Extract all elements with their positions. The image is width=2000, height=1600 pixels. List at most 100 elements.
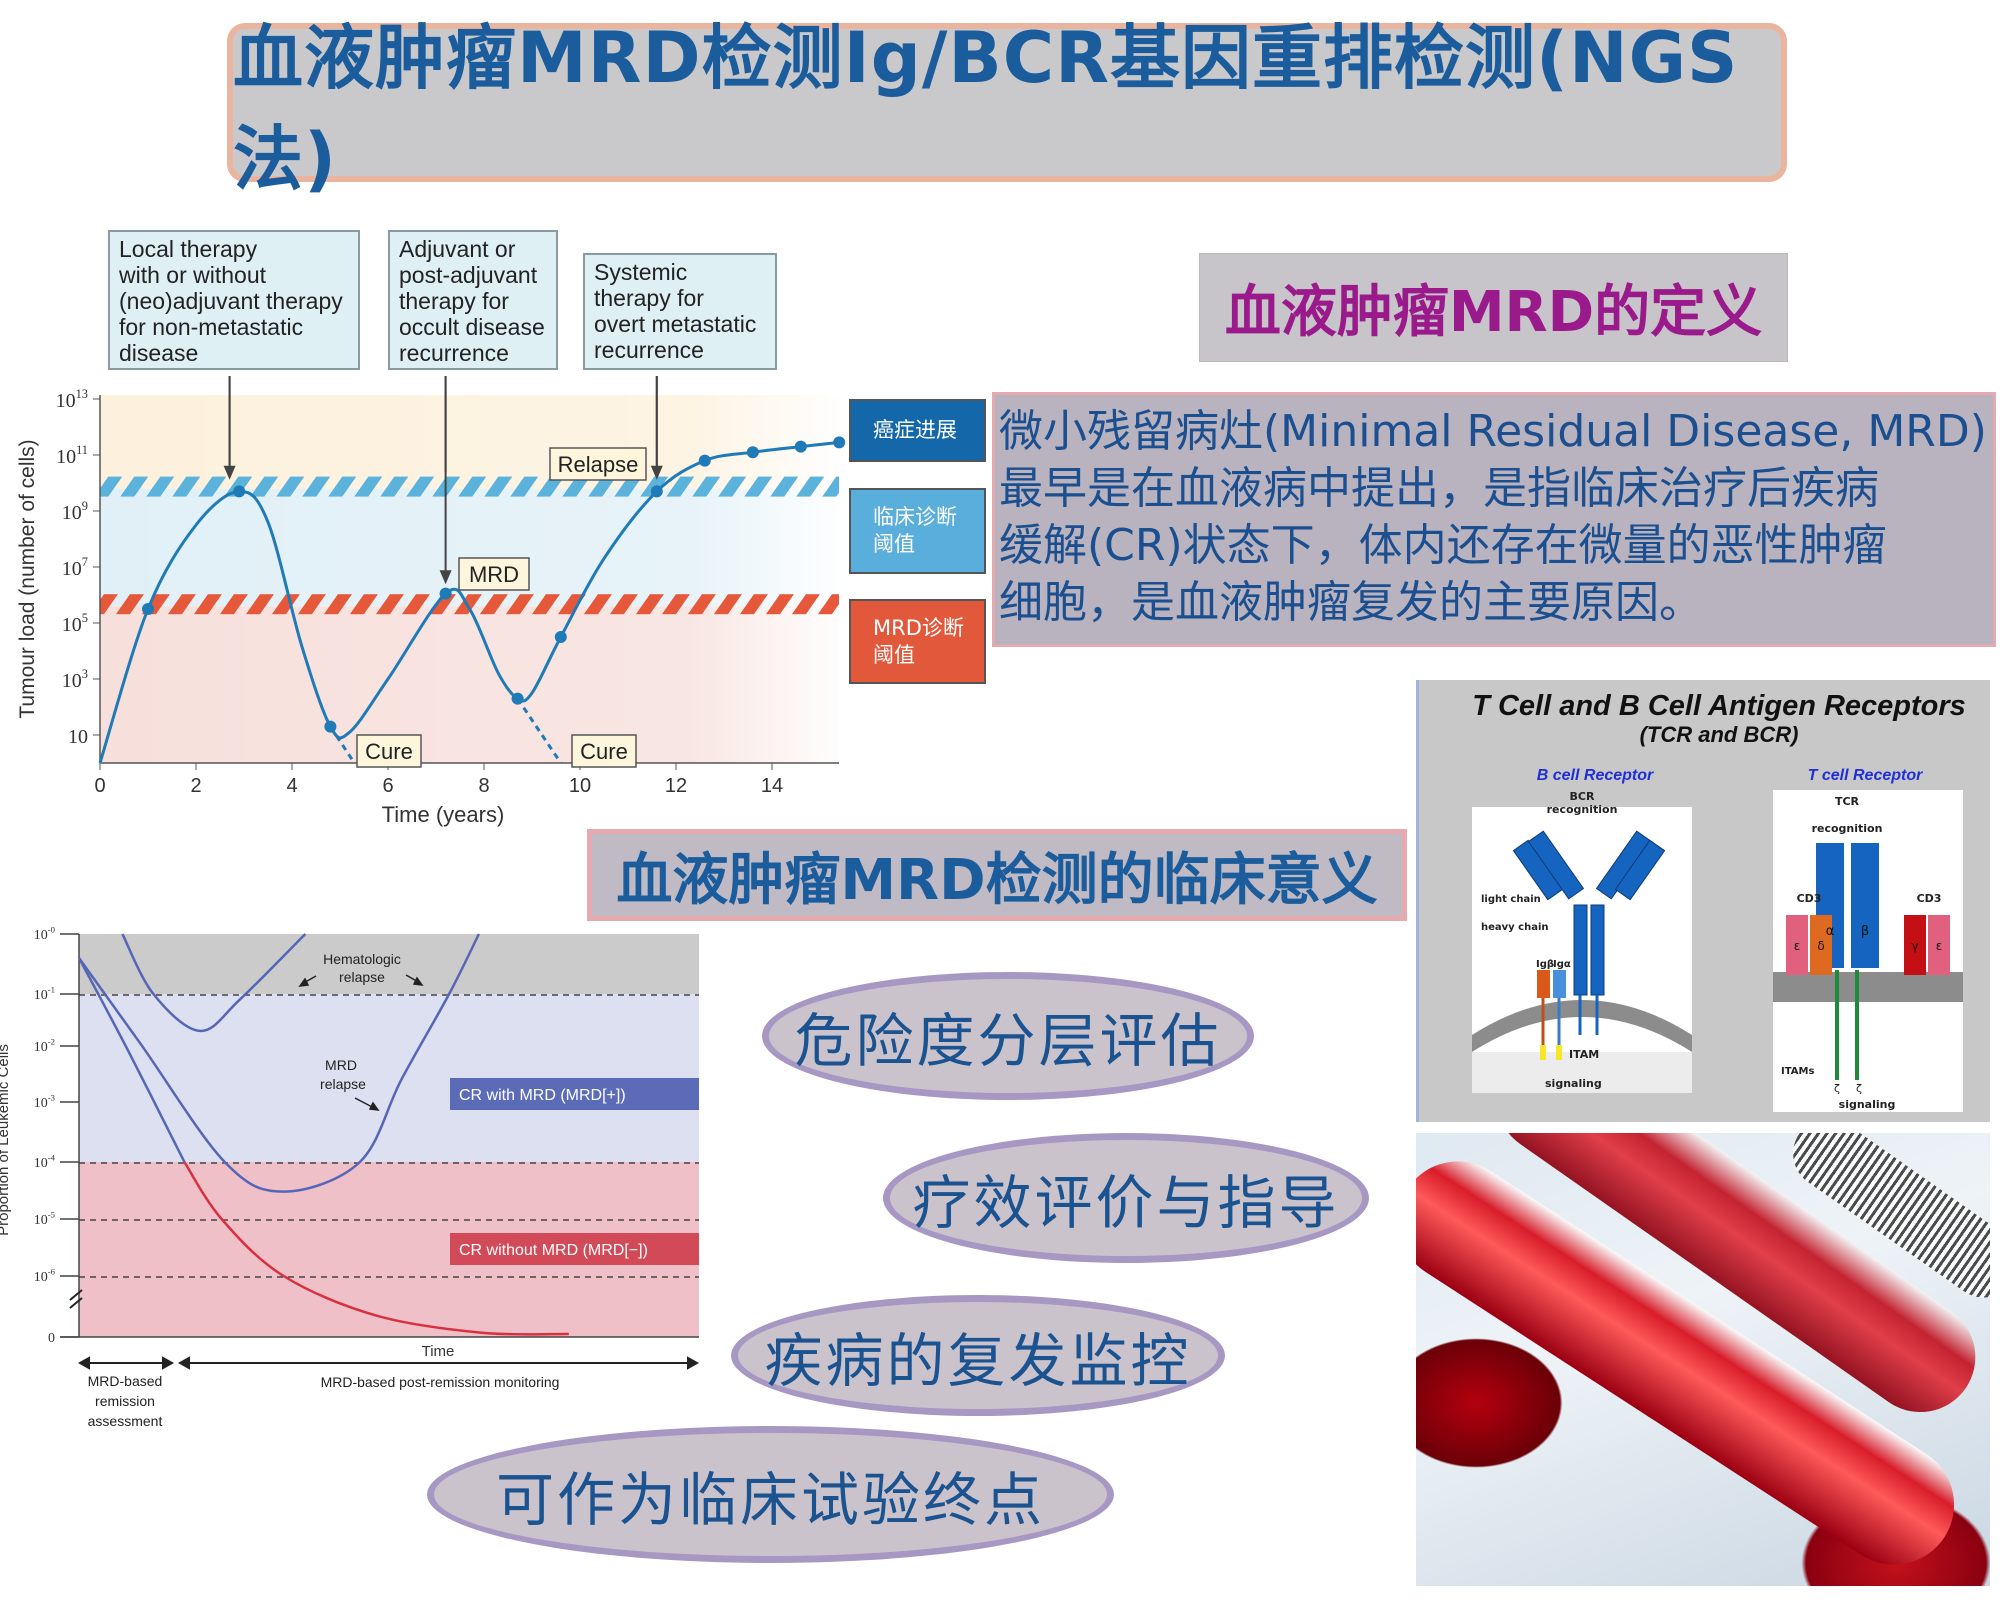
mrd-relapse-label: MRD	[325, 1057, 357, 1073]
box-line: Adjuvant or	[399, 236, 516, 262]
x-axis-title: Time (years)	[382, 802, 505, 827]
box-line: occult disease	[399, 314, 545, 340]
bcr-diagram: BCR recognition light chain heavy chain …	[1472, 790, 1692, 1093]
region-0	[79, 934, 699, 994]
legend-mrd-threshold: MRD诊断 阈值	[849, 599, 986, 684]
itams-label: ITAMs	[1781, 1066, 1814, 1077]
significance-item-risk: 危险度分层评估	[762, 972, 1254, 1100]
x-tick-label: 8	[478, 775, 489, 797]
item-label: 可作为临床试验终点	[495, 1465, 1045, 1534]
y-tick-label: 10-5	[34, 1210, 55, 1228]
mrd-relapse-label: relapse	[320, 1076, 366, 1092]
legend-label: MRD诊断 阈值	[873, 615, 964, 667]
title-banner: 血液肿瘤MRD检测Ig/BCR基因重排检测(NGS法)	[227, 17, 1787, 200]
phase1-label: MRD-based	[88, 1373, 163, 1389]
legend-label: 癌症进展	[873, 418, 957, 442]
definition-box: 微小残留病灶(Minimal Residual Disease, MRD) 最早…	[992, 392, 1996, 647]
tcr-signaling-label: signaling	[1839, 1098, 1896, 1111]
y-tick-label: 10-6	[34, 1267, 56, 1285]
box-line: post-adjuvant	[399, 262, 538, 288]
receptor-diagram: T Cell and B Cell Antigen Receptors (TCR…	[1472, 690, 1966, 1112]
cd3-right-label: CD3	[1917, 892, 1942, 905]
cure-label-2-box	[571, 734, 637, 768]
x-tick-label: 14	[761, 775, 783, 797]
arrow-head-icon	[650, 465, 663, 480]
cure-dashed-line	[516, 697, 563, 764]
heavy-chain-label: heavy chain	[1481, 922, 1549, 933]
significance-item-efficacy: 疗效评价与指导	[883, 1133, 1369, 1263]
item-label: 疾病的复发监控	[764, 1326, 1192, 1395]
igb-label: Igβ	[1536, 959, 1554, 970]
arrow-icon	[354, 1097, 380, 1111]
phase1-arrow-icon	[77, 1356, 175, 1370]
bcr-label: BCR	[1570, 790, 1595, 803]
epsilon-label: ε	[1794, 939, 1801, 953]
box-line: Local therapy	[119, 236, 258, 262]
data-point	[142, 603, 154, 615]
series-line-0	[121, 933, 307, 1033]
y-axis-title: Proportion of Leukemic Cells	[0, 1044, 12, 1236]
receptor-figure: T Cell and B Cell Antigen Receptors (TCR…	[1416, 680, 1990, 1122]
data-point	[746, 446, 759, 459]
hematologic-relapse-label: relapse	[339, 969, 385, 985]
y-tick-label: 105	[62, 611, 88, 636]
zeta-label-right: ζ	[1856, 1082, 1862, 1095]
receptor-title: T Cell and B Cell Antigen Receptors	[1472, 690, 1966, 722]
data-point	[698, 454, 711, 467]
definition-line: 最早是在血液病中提出，是指临床治疗后疾病	[999, 463, 1879, 514]
arrow-head-icon	[223, 465, 236, 480]
box-line: with or without	[119, 262, 267, 288]
cd3-left-label: CD3	[1797, 892, 1822, 905]
definition-title-box: 血液肿瘤MRD的定义	[1199, 253, 1788, 362]
therapy-box-systemic: Systemic therapy for overt metastatic re…	[583, 253, 777, 370]
box-line: recurrence	[399, 340, 509, 366]
data-point	[650, 485, 663, 498]
clinical-threshold-band	[100, 476, 839, 497]
box-line: disease	[119, 340, 199, 366]
data-point	[233, 485, 246, 498]
therapy-box-adjuvant: Adjuvant or post-adjuvant therapy for oc…	[388, 230, 558, 370]
box-line: recurrence	[594, 337, 704, 363]
x-tick-label: 4	[286, 775, 297, 797]
box-line: overt metastatic	[594, 311, 757, 337]
box-line: therapy for	[399, 288, 509, 314]
data-point	[794, 440, 807, 453]
axis-break-icon	[69, 1289, 83, 1309]
significance-item-relapse: 疾病的复发监控	[731, 1295, 1225, 1416]
y-tick-label: 10-1	[34, 985, 55, 1003]
mrd-threshold-band	[100, 594, 839, 615]
data-point	[324, 720, 337, 733]
y-tick-label: 10-4	[34, 1153, 56, 1171]
relapse-label-box	[549, 447, 647, 481]
bcr-signaling-label: signaling	[1545, 1077, 1602, 1090]
definition-line: 细胞，是血液肿瘤复发的主要原因。	[999, 577, 1703, 628]
cr-without-mrd-label: CR without MRD (MRD[−])	[459, 1242, 648, 1259]
arrow-head-icon	[439, 570, 452, 585]
relapse-label: Relapse	[558, 452, 639, 477]
tcr-recognition-label: recognition	[1812, 822, 1883, 835]
cure-label-2: Cure	[580, 739, 628, 764]
box-line: for non-metastatic	[119, 314, 304, 340]
phase1-label: remission	[95, 1393, 155, 1409]
hematologic-relapse-label: Hematologic	[323, 951, 401, 967]
y-tick-label: 1013	[56, 387, 88, 412]
cr-without-mrd-bar	[450, 1233, 699, 1265]
leukemic-cells-chart: 10-010-110-210-310-410-510-60Proportion …	[0, 925, 700, 1429]
blood-tube-dna-photo	[1416, 1133, 1990, 1586]
delta-label: δ	[1817, 939, 1824, 953]
data-point	[439, 587, 452, 600]
y-tick-label: 109	[62, 499, 88, 524]
arrow-icon	[298, 974, 424, 987]
cr-with-mrd-label: CR with MRD (MRD[+])	[459, 1087, 626, 1104]
tcr-heading: T cell Receptor	[1808, 767, 1923, 784]
significance-title: 血液肿瘤MRD检测的临床意义	[616, 847, 1378, 913]
alpha-label: α	[1826, 924, 1835, 939]
phase2-label: MRD-based post-remission monitoring	[321, 1374, 560, 1390]
y-tick-label: 10	[68, 726, 88, 748]
y-tick-label: 10-3	[34, 1093, 55, 1111]
item-label: 疗效评价与指导	[912, 1169, 1340, 1237]
legend-clinical-threshold: 临床诊断 阈值	[849, 488, 986, 574]
definition-title: 血液肿瘤MRD的定义	[1224, 280, 1763, 345]
cr-with-mrd-bar	[450, 1078, 699, 1110]
